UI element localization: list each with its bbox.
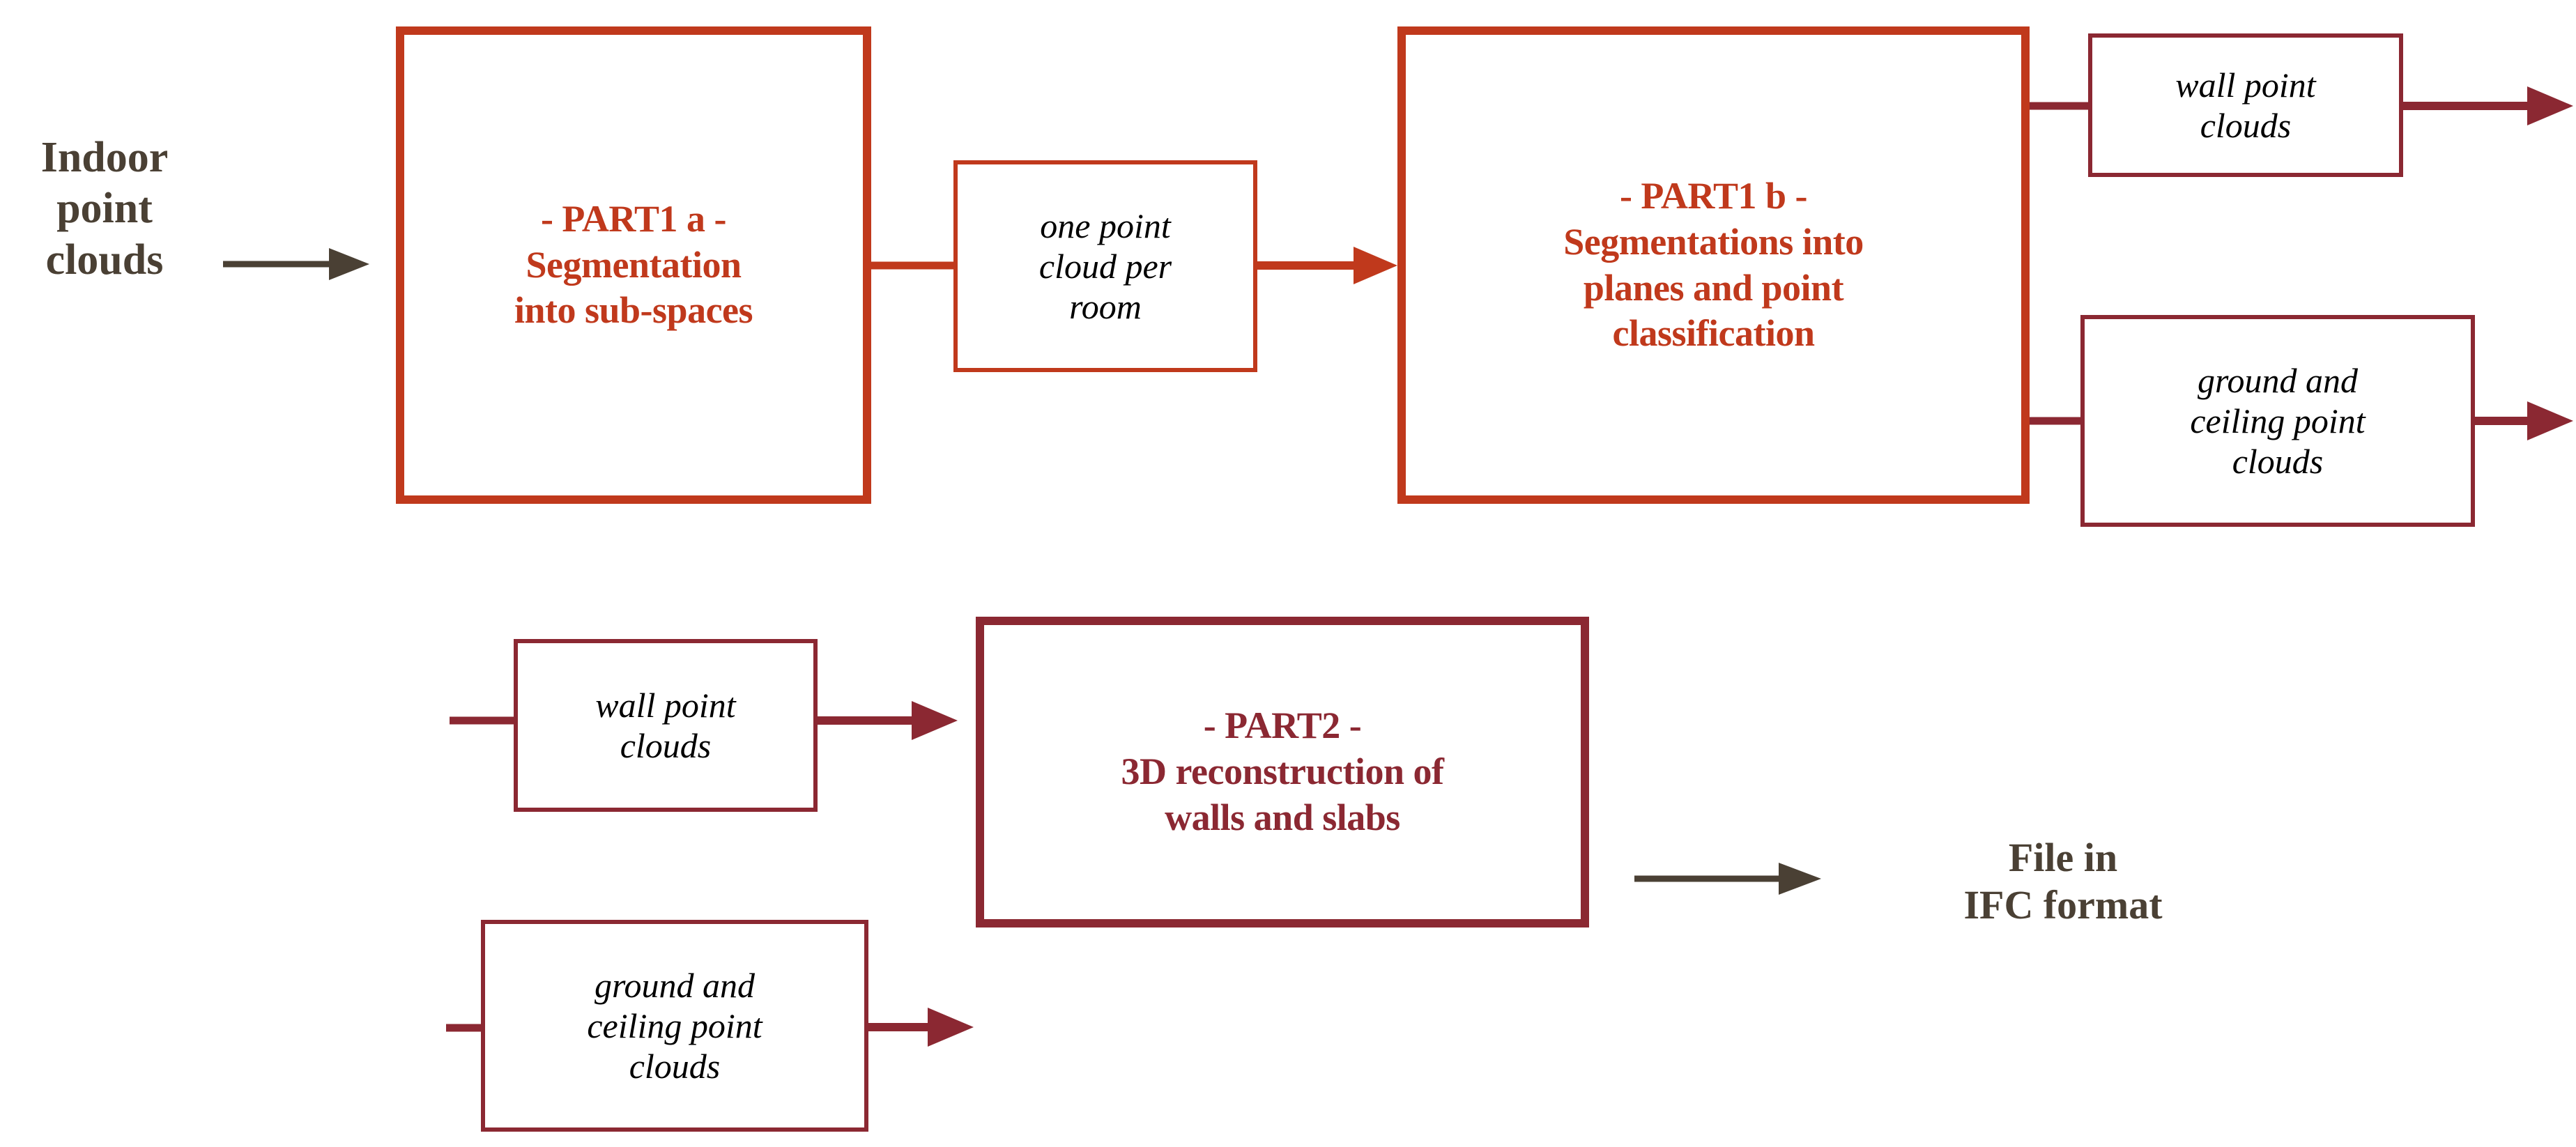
process-box-part1b[interactable]: - PART1 b - Segmentations into planes an…: [1397, 26, 2030, 504]
data-box-one-point-cloud-per-room[interactable]: one point cloud per room: [953, 160, 1257, 372]
data-box-wall-point-clouds-top[interactable]: wall point clouds: [2088, 33, 2403, 177]
connector-ground-bottom-in: [446, 1023, 486, 1033]
connector-ground-top-to-edge: [2473, 397, 2576, 445]
connector-part1b-to-wall-top: [2030, 101, 2092, 111]
process-box-part2[interactable]: - PART2 - 3D reconstruction of walls and…: [976, 617, 1589, 927]
connector-part2-to-output: [1634, 857, 1843, 900]
data-box-ground-ceiling-point-clouds-bottom[interactable]: ground and ceiling point clouds: [481, 920, 868, 1132]
process-box-part1a[interactable]: - PART1 a - Segmentation into sub-spaces: [396, 26, 871, 504]
input-label-indoor-point-clouds: Indoor point clouds: [40, 134, 169, 284]
connector-part1a-to-room-box: [871, 261, 956, 270]
connector-wall-bottom-in: [450, 716, 518, 725]
connector-part1b-to-ground-top: [2030, 416, 2085, 426]
connector-room-box-to-part1b: [1255, 243, 1408, 287]
connector-input-to-part1a: [223, 243, 383, 286]
connector-wall-top-to-edge: [2400, 82, 2576, 130]
connector-wall-bottom-to-part2: [815, 697, 976, 744]
data-box-ground-ceiling-point-clouds-top[interactable]: ground and ceiling point clouds: [2080, 315, 2475, 527]
connector-ground-bottom-to-part2: [866, 1003, 978, 1051]
output-label-file-in-ifc-format: File in IFC format: [1963, 834, 2163, 927]
data-box-wall-point-clouds-bottom[interactable]: wall point clouds: [514, 639, 818, 812]
